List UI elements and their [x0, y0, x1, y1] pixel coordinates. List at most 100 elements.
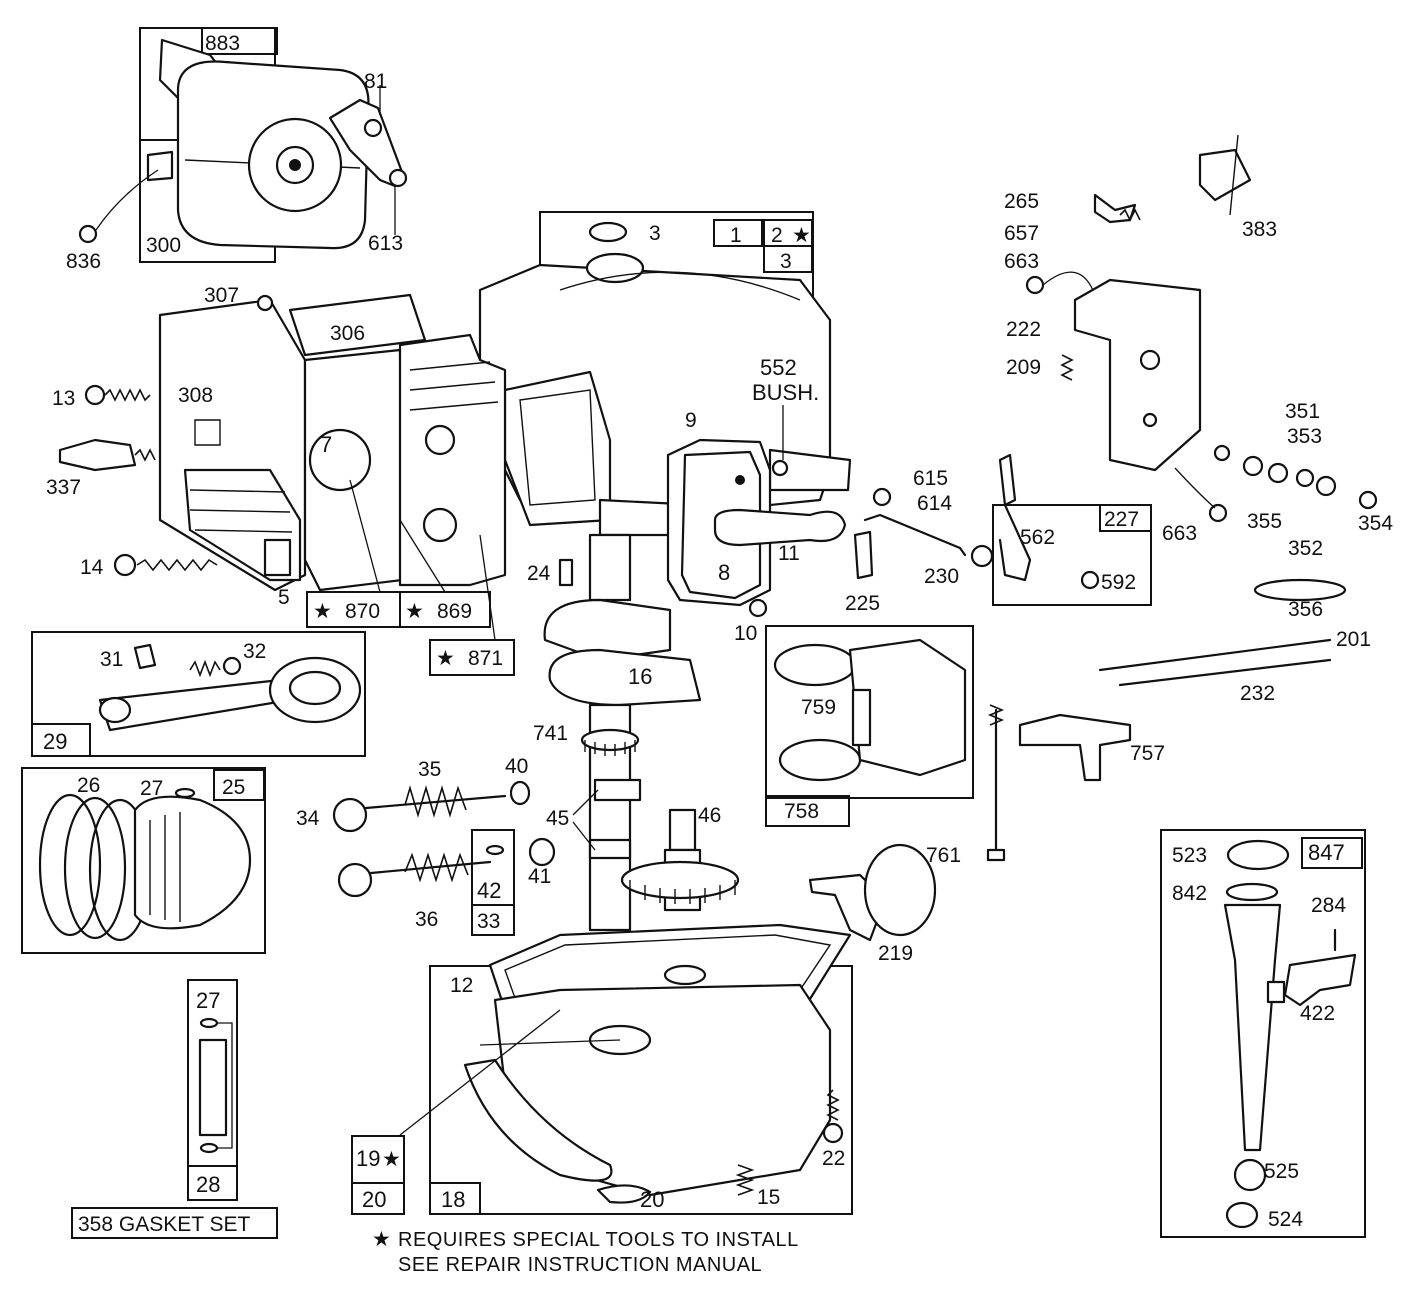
label-523: 523 [1172, 844, 1207, 867]
label-222: 222 [1006, 318, 1041, 341]
dipstick-tube [1223, 903, 1282, 1152]
label-354: 354 [1358, 512, 1393, 535]
head-gasket-7 [303, 348, 404, 592]
label-201: 201 [1336, 628, 1371, 651]
label-20a: 20 [362, 1187, 386, 1212]
intake-port-inner [519, 389, 596, 506]
label-562: 562 [1020, 526, 1055, 549]
label-525: 525 [1264, 1160, 1299, 1183]
label-34: 34 [296, 807, 320, 830]
clip-615 [872, 487, 892, 507]
washer-352 [1295, 468, 1315, 488]
gov-pin-759 [851, 688, 872, 747]
governor-gear-219 [863, 843, 937, 937]
camshaft-lobe [668, 808, 697, 852]
label-227: 227 [1104, 508, 1139, 531]
bolt-13-thread [104, 388, 151, 402]
label-29: 29 [43, 729, 67, 754]
label-3b: 3 [780, 250, 792, 273]
cylinder-assembly: 3 1 2 ★ 3 552 BUSH. [478, 211, 852, 537]
head-shield-306 [288, 293, 427, 357]
governor-bracket-222 [1073, 278, 1202, 472]
governor-crank-225 [853, 530, 874, 580]
leaders-45 [572, 789, 599, 851]
governor-lever-562 [998, 453, 1032, 582]
lock-31 [133, 643, 157, 670]
valve-spring-35 [404, 785, 467, 818]
label-1: 1 [730, 224, 742, 247]
shaft-761-spring [987, 704, 1005, 726]
bolt-14-head [113, 553, 137, 577]
dipstick-assembly: 523 847 842 284 422 525 524 [1160, 829, 1366, 1238]
con-rod-small-end [98, 696, 132, 724]
label-27a: 27 [140, 777, 163, 800]
label-230: 230 [924, 565, 959, 588]
valve-stem-36 [369, 860, 492, 875]
pin-lock-27 [199, 1017, 219, 1029]
valve-spring-36 [404, 852, 469, 883]
label-45: 45 [546, 807, 569, 830]
label-306: 306 [330, 322, 365, 345]
valve-assembly: 35 40 34 41 42 36 33 [296, 755, 556, 936]
footnote-line1: REQUIRES SPECIAL TOOLS TO INSTALL [398, 1229, 799, 1251]
label-383: 383 [1242, 218, 1277, 241]
leader-663a [1042, 271, 1096, 296]
washer-353 [1242, 455, 1264, 477]
camshaft-assembly: 45 46 [546, 778, 740, 912]
valve-key-42 [485, 844, 505, 856]
gasket-set-box [71, 1207, 278, 1239]
crank-counterweight [543, 598, 672, 662]
bolt-14-thread [136, 558, 218, 572]
label-14: 14 [80, 556, 104, 579]
breather-dot [735, 475, 745, 485]
footnote-line2: SEE REPAIR INSTRUCTION MANUAL [398, 1254, 762, 1276]
label-761: 761 [926, 844, 961, 867]
label-351: 351 [1285, 400, 1320, 423]
screw-32 [222, 656, 242, 676]
label-8: 8 [718, 560, 730, 585]
muffler-assembly: 883 81 613 300 836 [66, 27, 408, 273]
label-bush: BUSH. [752, 380, 819, 405]
sump-top-boss [663, 964, 707, 986]
leader-663b [1174, 467, 1216, 509]
label-2: 2 [771, 224, 783, 247]
screw-836 [78, 224, 98, 244]
label-847: 847 [1308, 840, 1345, 865]
baffle-slot [194, 419, 221, 446]
dipstick-box [1160, 829, 1366, 1238]
bracket-hole-a [1139, 349, 1161, 371]
label-869: 869 [437, 600, 472, 623]
muffler-screen-hole [289, 159, 301, 171]
con-rod-big-end [268, 656, 362, 724]
label-24: 24 [527, 562, 551, 585]
gasket-set-label: 358 GASKET SET [78, 1213, 251, 1236]
label-3a: 3 [649, 222, 661, 245]
label-81: 81 [364, 70, 387, 93]
label-15: 15 [757, 1186, 780, 1209]
label-663a: 663 [1004, 250, 1039, 273]
crank-gear-741 [580, 728, 640, 752]
label-40: 40 [505, 755, 528, 778]
spring-209 [1060, 354, 1074, 381]
spring-657 [1119, 208, 1141, 222]
label-box-18 [429, 1182, 481, 1215]
label-31: 31 [100, 648, 123, 671]
spacer-355 [1267, 462, 1289, 484]
label-663b: 663 [1162, 522, 1197, 545]
crankshaft-journal [588, 533, 632, 602]
star-871: ★ [436, 647, 455, 670]
star-870: ★ [313, 600, 332, 623]
label-32: 32 [243, 640, 266, 663]
spring-356 [1253, 578, 1347, 602]
bolt-22-head [822, 1122, 844, 1144]
piston-pin-assembly: 27 28 [187, 979, 238, 1201]
label-20b: 20 [640, 1187, 664, 1212]
tube-clip [1266, 980, 1286, 1004]
star-19: ★ [382, 1148, 401, 1171]
label-657: 657 [1004, 222, 1039, 245]
fin-lines [189, 489, 293, 533]
tappet-45a [593, 778, 642, 802]
label-41: 41 [528, 865, 551, 888]
washer-230 [970, 544, 994, 568]
